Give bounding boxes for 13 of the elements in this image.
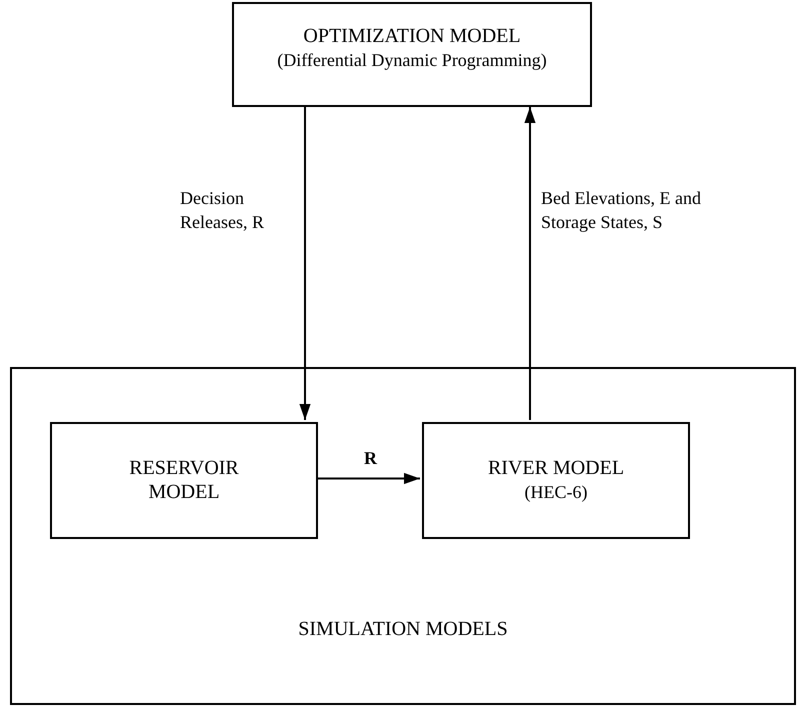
model-title: RIVER MODEL [488,456,624,480]
arrow [316,472,420,484]
arrow [299,107,311,420]
model-subtitle: (Differential Dynamic Programming) [277,49,547,72]
model-title: RESERVOIR MODEL [128,456,240,504]
model-box [422,422,690,539]
model-subtitle: (HEC-6) [524,481,588,504]
model-title: OPTIMIZATION MODEL [303,24,521,48]
group-title: SIMULATION MODELS [298,617,508,641]
group-frame [10,367,796,705]
model-box [232,2,592,107]
arrow [524,107,536,420]
model-box [50,422,318,539]
